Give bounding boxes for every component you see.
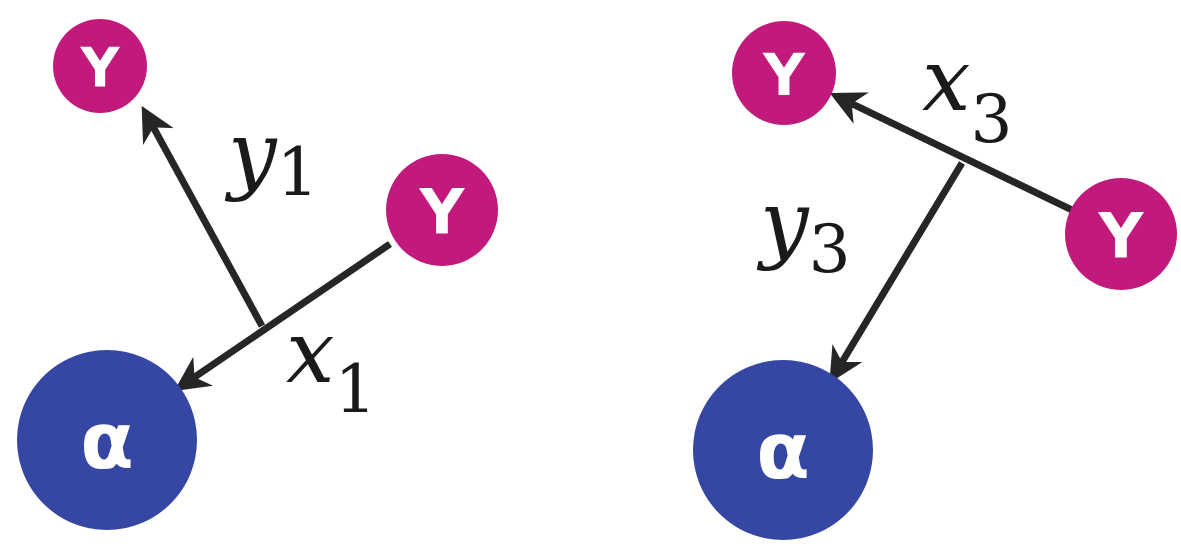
- math-label-x1: x1: [286, 303, 377, 428]
- y-node-top-right: [732, 21, 836, 125]
- panel-left: α Y Y y1 x1: [17, 19, 498, 530]
- math-label-y3: y3: [756, 173, 851, 288]
- alpha-node-right: [693, 360, 873, 540]
- y-node-right-right: [1065, 178, 1177, 290]
- math-label-x3: x3: [922, 31, 1013, 158]
- y-label-top-right: Y: [762, 41, 806, 109]
- arrow-to-top-y-right: [829, 92, 1074, 214]
- arrow-to-alpha-left: [174, 241, 392, 391]
- y-label-right-right: Y: [1098, 200, 1145, 273]
- y-label-top-left: Y: [79, 37, 120, 100]
- panel-right: α Y Y x3 y3: [693, 21, 1177, 540]
- y-node-right-left: [386, 154, 498, 266]
- alpha-node-left: [17, 350, 197, 530]
- y-node-top-left: [53, 19, 147, 113]
- math-label-y1: y1: [224, 104, 319, 211]
- arrow-to-alpha-right: [829, 161, 965, 383]
- arrow-to-top-y-left: [141, 105, 266, 328]
- alpha-label-right: α: [756, 407, 810, 497]
- y-label-right-left: Y: [419, 176, 466, 249]
- alpha-label-left: α: [80, 397, 134, 487]
